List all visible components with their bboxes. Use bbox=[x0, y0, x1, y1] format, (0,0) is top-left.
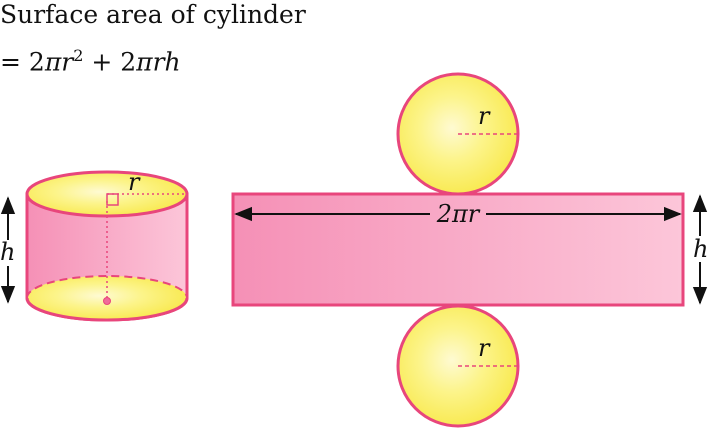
cylinder-height-label: h bbox=[0, 238, 15, 266]
cylinder-bottom-center-dot bbox=[103, 297, 111, 305]
rect-height-label: h bbox=[693, 235, 708, 263]
rect-height-label-bg bbox=[692, 236, 710, 262]
cylinder-radius-label: r bbox=[128, 168, 141, 196]
top-circle-radius-label: r bbox=[478, 102, 491, 130]
formula-exponent: 2 bbox=[73, 46, 84, 65]
formula-rh: rh bbox=[152, 47, 181, 77]
net-rectangle: 2πr bbox=[231, 192, 685, 307]
bottom-circle-radius-label: r bbox=[478, 334, 491, 362]
formula-plus: + 2 bbox=[83, 47, 137, 77]
cylinder-height-label-bg bbox=[0, 240, 18, 266]
formula-pi-2: π bbox=[136, 47, 153, 77]
rectangle-shape bbox=[231, 192, 685, 307]
cylinder-bottom-front-edge bbox=[25, 297, 189, 322]
cylinder: r bbox=[25, 168, 189, 322]
formula: = 2πr2 + 2πrh bbox=[0, 46, 181, 76]
formula-prefix: = 2 bbox=[0, 47, 45, 77]
net-bottom-circle: r bbox=[396, 304, 520, 428]
rect-length-label: 2πr bbox=[436, 200, 481, 228]
title: Surface area of cylinder bbox=[0, 0, 306, 29]
right-angle-mark bbox=[106, 193, 119, 206]
net-top-circle: r bbox=[396, 72, 520, 196]
cylinder-bottom-hidden-edge bbox=[26, 275, 188, 299]
formula-r: r bbox=[61, 47, 74, 77]
formula-pi-1: π bbox=[44, 47, 62, 77]
